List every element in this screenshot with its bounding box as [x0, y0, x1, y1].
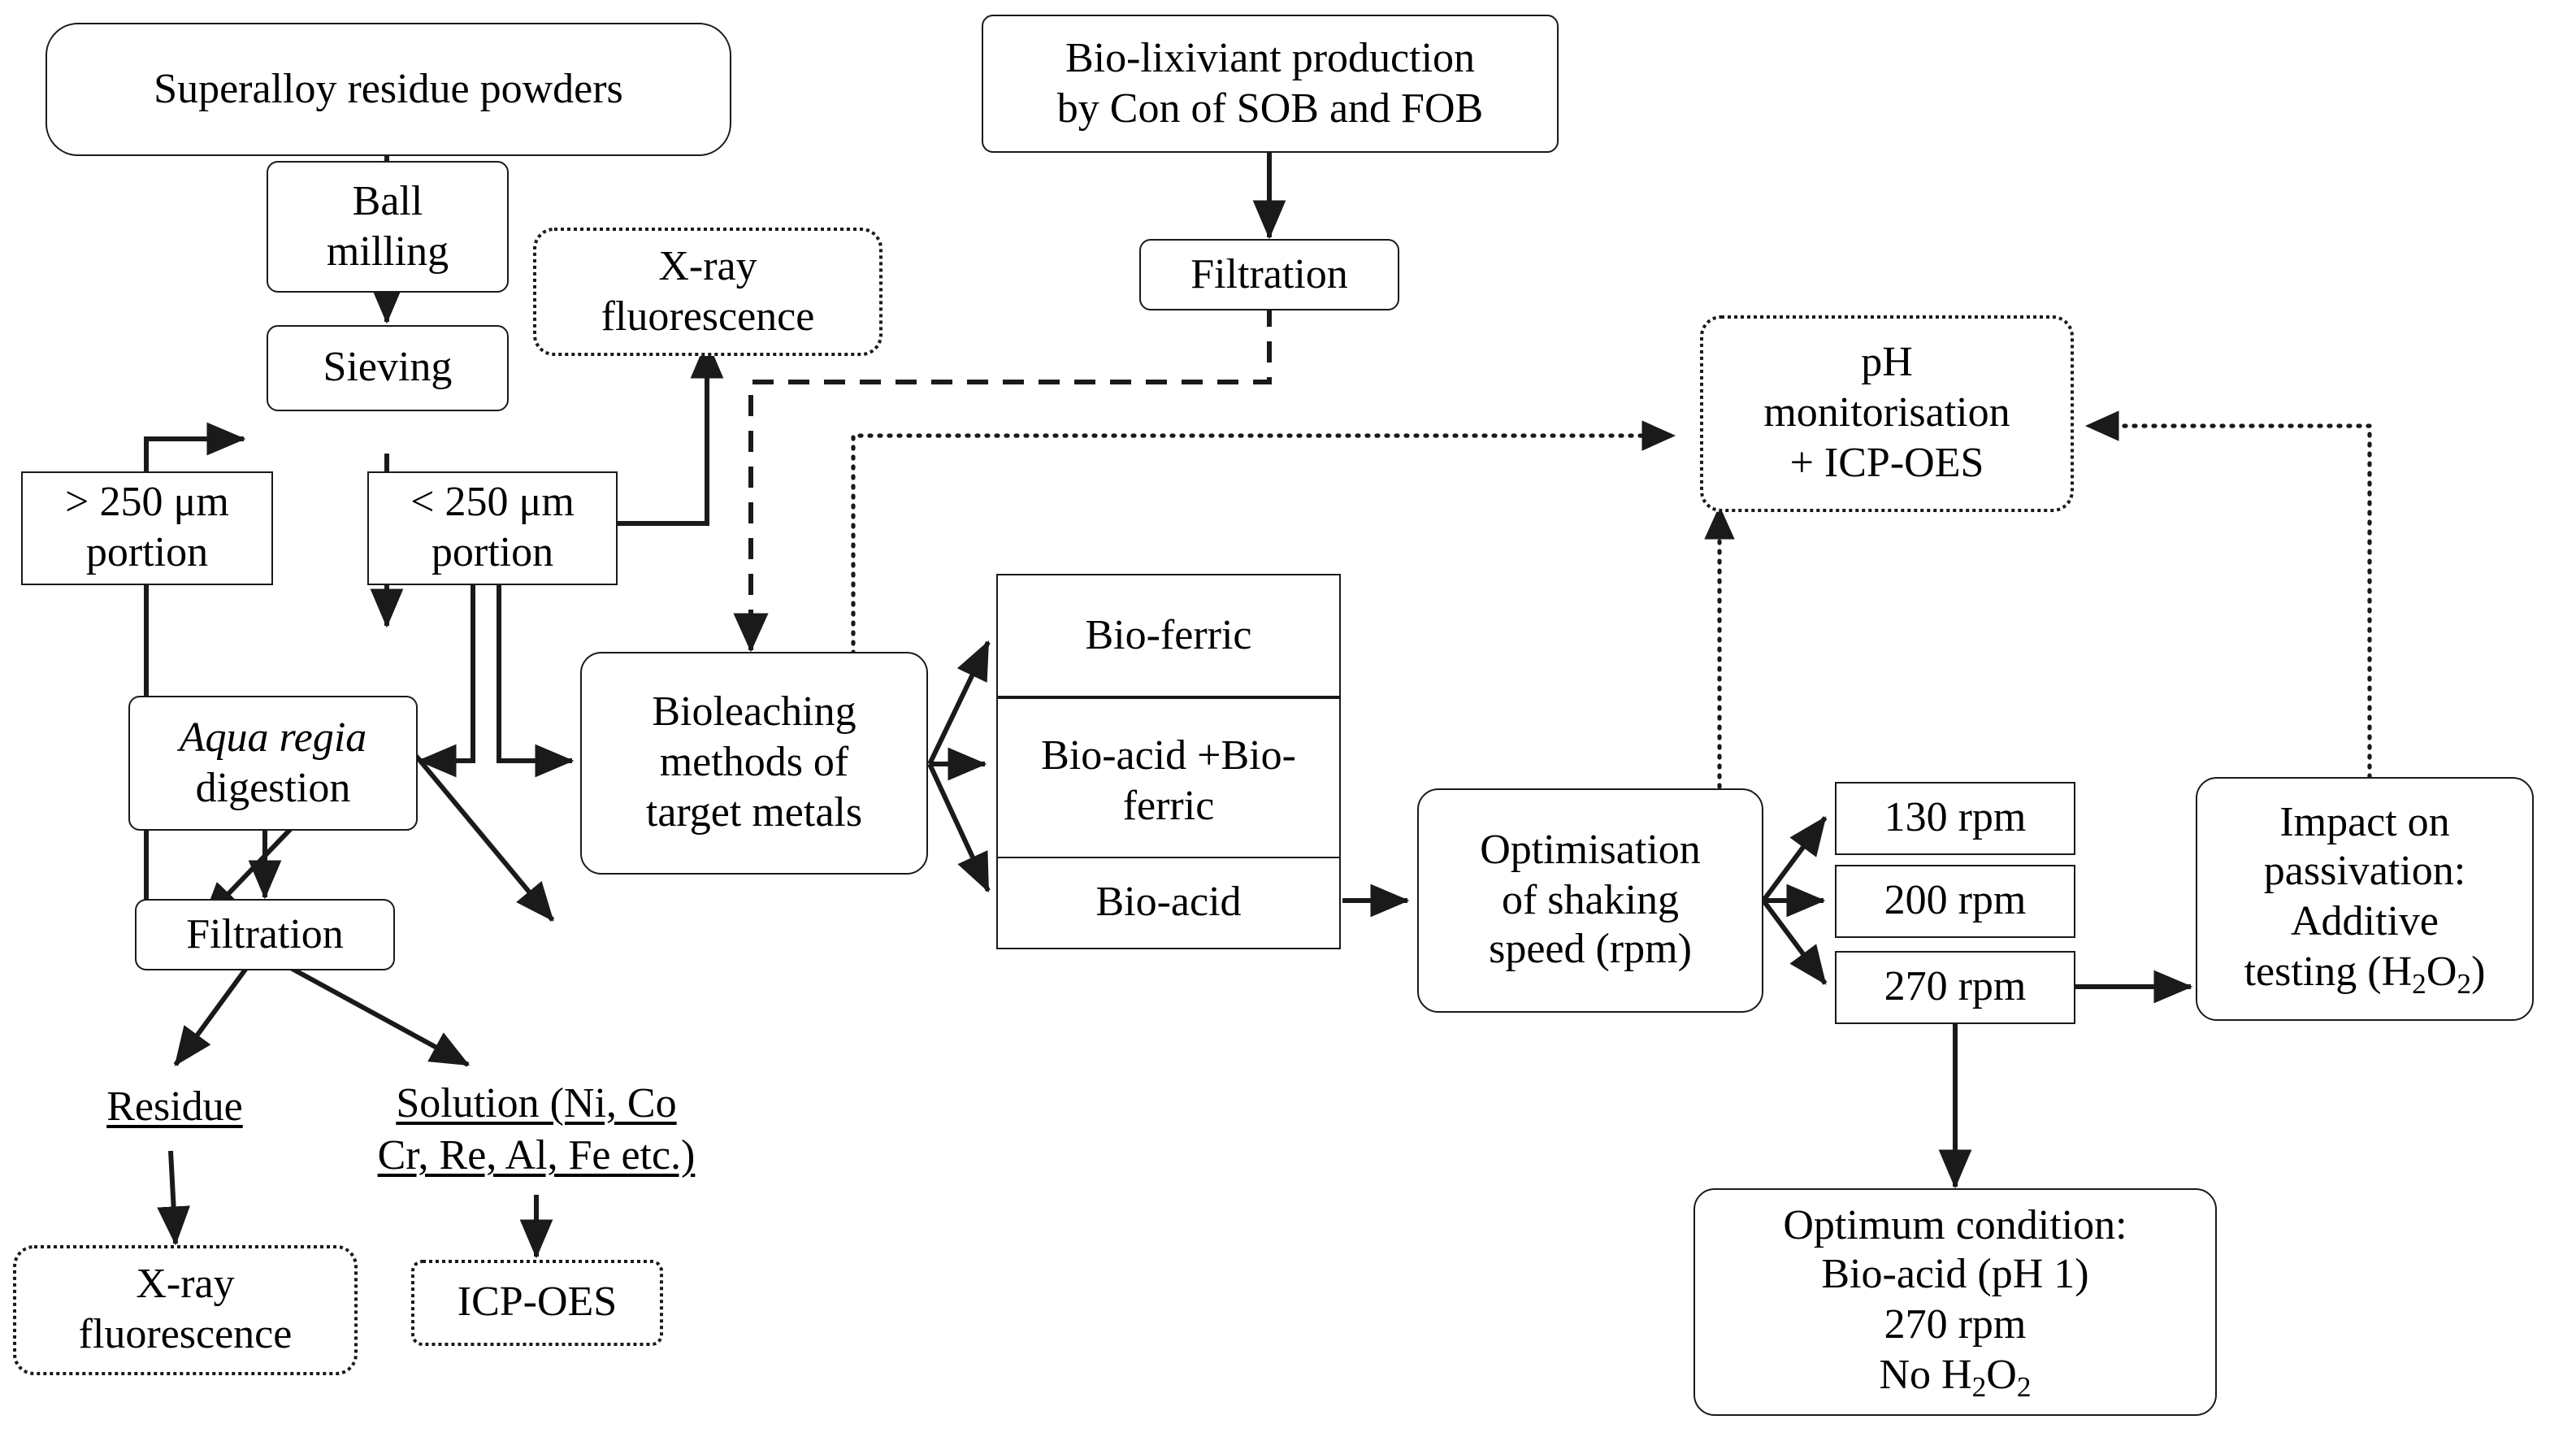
node-under-250-portion[interactable]: < 250 μm portion [367, 471, 618, 585]
node-label-line2: of shaking [1501, 875, 1680, 923]
edge-bioleaching-to-bioferric [927, 640, 991, 766]
node-label-line3: speed (rpm) [1489, 925, 1692, 973]
node-label: ICP-OES [457, 1278, 618, 1326]
node-biolixiviant-production[interactable]: Bio-lixiviant production by Con of SOB a… [982, 15, 1559, 153]
node-label-line2: fluorescence [78, 1310, 293, 1357]
edge-under250-to-aquaregia [417, 585, 475, 778]
node-label-line1: X-ray [658, 241, 757, 289]
node-label-line1: Aqua regia [179, 713, 367, 761]
optimum-formula-pre: No H [1879, 1350, 1972, 1398]
node-rpm-270[interactable]: 270 rpm [1835, 951, 2075, 1024]
node-icp-oes-bottom[interactable]: ICP-OES [411, 1260, 663, 1346]
node-label-line2: passivation: [2263, 847, 2466, 895]
edge-filtration-to-solution [288, 965, 471, 1067]
node-rpm-200[interactable]: 200 rpm [1835, 865, 2075, 938]
node-impact-on-passivation[interactable]: Impact on passivation: Additive testing … [2196, 777, 2534, 1021]
node-superalloy-residue-powders[interactable]: Superalloy residue powders [46, 23, 731, 156]
node-label-line2: Cr, Re, Al, Fe etc.) [377, 1131, 696, 1179]
node-bio-ferric[interactable]: Bio-ferric [996, 574, 1341, 697]
node-label-line2: portion [85, 528, 209, 575]
node-solution[interactable]: Solution (Ni, Co Cr, Re, Al, Fe etc.) [333, 1060, 739, 1200]
node-label: 130 rpm [1884, 793, 2027, 841]
optimum-formula-sub2: 2 [2016, 1370, 2032, 1403]
node-over-250-portion[interactable]: > 250 μm portion [21, 471, 273, 585]
node-label-line2: methods of [659, 738, 849, 786]
node-xray-fluorescence-bottom[interactable]: X-ray fluorescence [13, 1245, 358, 1375]
node-label-line4: No H2O2 [1879, 1350, 2031, 1404]
node-label-line1: Bioleaching [652, 688, 856, 736]
node-optimum-condition[interactable]: Optimum condition: Bio-acid (pH 1) 270 r… [1693, 1188, 2217, 1416]
impact-formula-sub2: 2 [2457, 966, 2472, 1000]
node-label-line2: fluorescence [601, 292, 815, 339]
node-label-line1: Bio-acid +Bio- [1041, 731, 1296, 779]
optimum-formula-sub1: 2 [1971, 1370, 1987, 1403]
node-label: 200 rpm [1884, 876, 2027, 924]
node-aqua-regia-digestion[interactable]: Aqua regia digestion [128, 696, 418, 831]
optimum-formula-mid: O [1986, 1350, 2017, 1398]
node-bio-acid[interactable]: Bio-acid [996, 857, 1341, 949]
node-label-line2: monitorisation [1763, 389, 2010, 436]
impact-formula-mid: O [2426, 947, 2457, 995]
node-label-line1: X-ray [136, 1260, 235, 1308]
edge-bioleaching-to-bioacid [927, 762, 991, 893]
node-label-line3: + ICP-OES [1789, 438, 1984, 486]
node-optimisation-shaking-speed[interactable]: Optimisation of shaking speed (rpm) [1417, 788, 1763, 1013]
edge-impact-to-ph [2084, 410, 2372, 779]
node-label-line2: Bio-acid (pH 1) [1821, 1250, 2089, 1298]
node-label-line2: by Con of SOB and FOB [1056, 84, 1484, 131]
node-filtration-left[interactable]: Filtration [135, 899, 395, 970]
node-label: Superalloy residue powders [154, 64, 623, 112]
node-label: Filtration [186, 910, 344, 957]
edge-optimisation-to-270rpm [1761, 899, 1828, 985]
node-label: Residue [106, 1082, 243, 1130]
node-label-line3: 270 rpm [1884, 1300, 2027, 1348]
node-ph-monitorisation[interactable]: pH monitorisation + ICP-OES [1700, 315, 2074, 512]
node-label-line1: pH [1861, 338, 1913, 386]
node-label-line1: Optimum condition: [1783, 1200, 2127, 1248]
node-label-line1: Impact on [2279, 797, 2450, 845]
node-label-line3: Additive [2291, 896, 2439, 944]
node-label-line2: ferric [1122, 781, 1215, 828]
edge-residue-to-xrf-bottom [157, 1150, 190, 1246]
impact-formula-pre: testing (H [2244, 947, 2413, 995]
node-label-line1: Solution (Ni, Co [396, 1079, 677, 1126]
edge-optimisation-to-130rpm [1761, 816, 1828, 902]
node-ball-milling[interactable]: Ball milling [267, 161, 509, 293]
node-label-line2: portion [431, 528, 554, 575]
node-label-line1: < 250 μm [410, 478, 575, 526]
node-sieving[interactable]: Sieving [267, 325, 509, 411]
node-label-line3: target metals [645, 788, 863, 836]
node-label-line1: Bio-lixiviant production [1065, 33, 1476, 81]
node-label-line2: milling [326, 227, 449, 274]
node-filtration-top[interactable]: Filtration [1139, 239, 1399, 310]
node-bio-acid-bio-ferric[interactable]: Bio-acid +Bio- ferric [996, 697, 1341, 865]
impact-formula-sub1: 2 [2412, 966, 2426, 1000]
edge-under250-to-xrf-top [614, 339, 724, 526]
node-label-line2: digestion [195, 763, 351, 810]
node-residue[interactable]: Residue [49, 1065, 301, 1149]
node-label: Bio-ferric [1085, 610, 1252, 658]
impact-formula-post: ) [2471, 947, 2486, 995]
node-bioleaching-methods[interactable]: Bioleaching methods of target metals [580, 652, 928, 875]
node-label-line1: > 250 μm [65, 478, 229, 526]
edge-filtration-to-residue [173, 966, 249, 1066]
node-label: 270 rpm [1884, 962, 2027, 1010]
node-label-line1: Ball [352, 176, 423, 224]
edge-sieving-to-under250 [414, 754, 555, 922]
node-label: Filtration [1190, 250, 1348, 297]
node-label-line4: testing (H2O2) [2244, 947, 2486, 1001]
edge-under250-to-bioleaching [497, 585, 575, 778]
node-rpm-130[interactable]: 130 rpm [1835, 782, 2075, 855]
node-label-line1: Optimisation [1480, 825, 1701, 873]
node-label: Sieving [323, 343, 453, 391]
node-label: Bio-acid [1095, 878, 1242, 926]
node-xray-fluorescence-top[interactable]: X-ray fluorescence [533, 228, 883, 356]
